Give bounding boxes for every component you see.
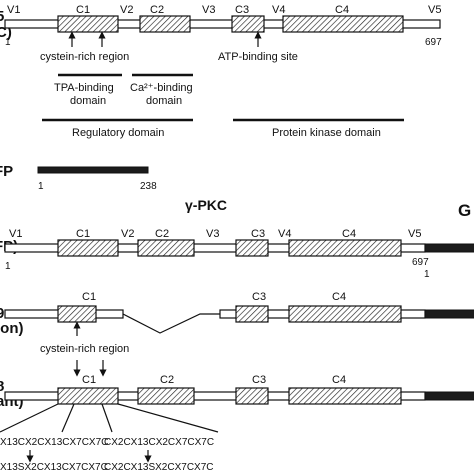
row3-region-v4: V4 [278, 228, 291, 240]
row3-domain-c4 [288, 239, 402, 257]
row1-region-v2: V2 [120, 4, 133, 16]
row5-motif-left-top: X13CX2CX13CX7CX7C [0, 437, 108, 448]
row5-side-label-1: 8 [0, 378, 4, 395]
row3-end-label: 697 [412, 257, 429, 268]
row1-region-v1: V1 [7, 4, 20, 16]
row1-tpa-label-2: domain [70, 95, 106, 107]
row5-region-c4: C4 [332, 374, 346, 386]
row5-region-c3: C3 [252, 374, 266, 386]
row4-region-c1: C1 [82, 291, 96, 303]
row5-region-c2: C2 [160, 374, 174, 386]
row1-side-label-1: 5 [0, 8, 4, 25]
row3-region-v3: V3 [206, 228, 219, 240]
figure-title: γ-PKC [185, 197, 227, 213]
row4-gfp-tail [424, 309, 474, 319]
row1-ca-label-2: domain [146, 95, 182, 107]
row3-region-c1: C1 [76, 228, 90, 240]
row3-region-v2: V2 [121, 228, 134, 240]
row5-expand-line-2 [61, 403, 75, 433]
row5-domain-c1 [57, 387, 119, 405]
row-native-pkc: 5 C) V1 C1 V2 C2 V3 C3 V4 C4 V5 1 697 cy… [0, 4, 442, 139]
row4-domain-c4 [288, 305, 402, 323]
row5-domain-c2 [137, 387, 195, 405]
row1-region-v3: V3 [202, 4, 215, 16]
row5-expand-line-4 [117, 403, 219, 433]
row3-gfp-start-label: 1 [424, 269, 430, 280]
row1-region-v5: V5 [428, 4, 441, 16]
row2-gfp-bar [37, 166, 149, 174]
row5-domain-c3 [235, 387, 269, 405]
row1-region-c4: C4 [335, 4, 349, 16]
row3-region-c2: C2 [155, 228, 169, 240]
row2-side-label: FP [0, 163, 13, 180]
row1-domain-c4 [282, 15, 404, 33]
row2-start-label: 1 [38, 181, 44, 192]
row-point-mutant: 8 ant) C1 C2 C3 C4 X13CX2CX13CX7CX7C X13… [0, 374, 474, 473]
row2-end-label: 238 [140, 181, 157, 192]
row4-domain-c1 [57, 305, 97, 323]
row1-tpa-label-1: TPA-binding [54, 82, 114, 94]
row1-protein-bar [4, 19, 441, 29]
row1-domain-c1 [57, 15, 119, 33]
row4-domain-c3 [235, 305, 269, 323]
row3-region-v1: V1 [9, 228, 22, 240]
row1-start-label: 1 [5, 37, 11, 48]
row3-region-c3: C3 [251, 228, 265, 240]
row1-ca-label-1: Ca²⁺-binding [130, 82, 193, 94]
row3-region-v5: V5 [408, 228, 421, 240]
row5-motif-right-top: CX2CX13CX2CX7CX7C [104, 437, 214, 448]
row-gfp: FP 1 238 [0, 163, 157, 192]
row3-domain-c1 [57, 239, 119, 257]
row1-end-label: 697 [425, 37, 442, 48]
row5-motif-left-bottom: X13SX2CX13CX7CX7C [0, 462, 108, 473]
row3-start-label: 1 [5, 261, 11, 272]
row4-region-c3: C3 [252, 291, 266, 303]
row4-deletion-line [122, 313, 220, 334]
row3-region-c4: C4 [342, 228, 356, 240]
row3-gfp-tail [424, 243, 474, 253]
row1-region-c2: C2 [150, 4, 164, 16]
row4-cys-label: cystein-rich region [40, 343, 129, 355]
row4-side-label-2: ion) [0, 320, 24, 337]
row5-region-c1: C1 [82, 374, 96, 386]
row5-gfp-tail [424, 391, 474, 401]
row1-domain-c3 [231, 15, 265, 33]
row1-atp-label: ATP-binding site [218, 51, 298, 63]
row4-region-c4: C4 [332, 291, 346, 303]
row-pkc-gfp-fusion: c FP) V1 C1 V2 C2 V3 C3 V4 C4 V5 1 697 1 [0, 228, 474, 280]
row1-region-c3: C3 [235, 4, 249, 16]
row-deletion-mutant: 9 ion) C1 C3 C4 cystein-rich region [0, 291, 474, 377]
row1-region-v4: V4 [272, 4, 285, 16]
row5-expand-line-3 [101, 403, 113, 433]
row1-side-label-2: C) [0, 24, 12, 41]
row5-expand-line-1 [0, 403, 59, 433]
row5-motif-right-bottom: CX2CX13SX2CX7CX7C [104, 462, 214, 473]
row1-cys-label: cystein-rich region [40, 51, 129, 63]
row4-side-label-1: 9 [0, 305, 4, 322]
row3-domain-c3 [235, 239, 269, 257]
row1-domain-c2 [139, 15, 191, 33]
right-edge-label: G [458, 201, 471, 220]
row3-domain-c2 [137, 239, 195, 257]
row1-kinase-label: Protein kinase domain [272, 127, 381, 139]
row1-regulatory-label: Regulatory domain [72, 127, 164, 139]
row5-domain-c4 [288, 387, 402, 405]
row1-region-c1: C1 [76, 4, 90, 16]
